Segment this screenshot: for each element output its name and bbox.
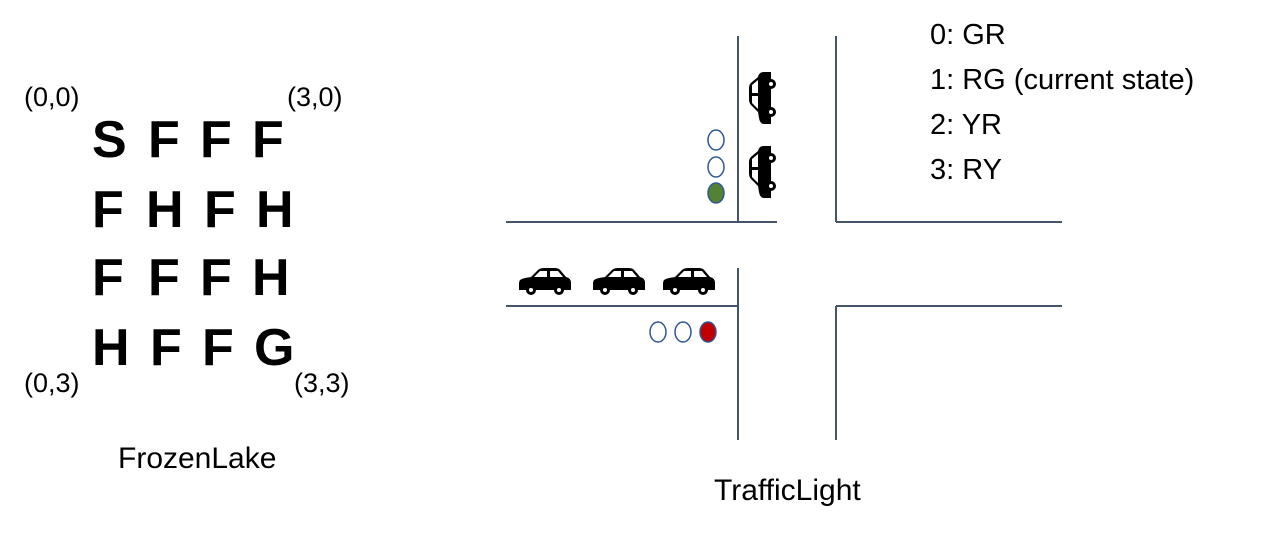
signal-light-off	[674, 321, 692, 343]
grid-cell: F	[204, 181, 236, 239]
signal-light-off	[707, 129, 725, 151]
corner-label-top-right: (3,0)	[287, 82, 343, 112]
state-legend-item: 0: GR	[930, 19, 1006, 51]
grid-cell: H	[256, 181, 294, 239]
grid-cell: F	[148, 249, 180, 307]
grid-cell: H	[252, 249, 290, 307]
horizontal-traffic-signal	[649, 321, 717, 343]
signal-light-off	[707, 156, 725, 178]
grid-cell: G	[254, 319, 295, 377]
grid-cell: H	[92, 319, 130, 377]
corner-label-bottom-left: (0,3)	[24, 368, 80, 398]
grid-cell: F	[92, 249, 124, 307]
signal-light-off	[649, 321, 667, 343]
signal-light-green	[707, 182, 725, 204]
horizontal-car-3	[663, 268, 715, 295]
corner-label-top-left: (0,0)	[24, 82, 80, 112]
state-legend-item: 3: RY	[930, 154, 1003, 186]
grid-cell: F	[200, 111, 232, 169]
vertical-car-1	[749, 72, 776, 124]
vertical-traffic-signal	[707, 129, 725, 204]
state-legend-item: 1: RG (current state)	[930, 64, 1195, 96]
frozenlake-caption: FrozenLake	[118, 442, 277, 475]
signal-light-red	[699, 321, 717, 343]
vertical-car-2	[749, 146, 776, 198]
road-lines	[506, 36, 1062, 440]
grid-cell: F	[202, 319, 234, 377]
horizontal-car-2	[593, 268, 645, 295]
grid-cell: H	[146, 181, 184, 239]
corner-label-bottom-right: (3,3)	[294, 368, 350, 398]
trafficlight-caption: TrafficLight	[714, 474, 861, 507]
grid-cell: F	[150, 319, 182, 377]
grid-cell: F	[92, 181, 124, 239]
grid-cell: F	[252, 111, 284, 169]
grid-cell: S	[92, 111, 127, 169]
grid-cell: F	[148, 111, 180, 169]
horizontal-car-1	[519, 268, 571, 295]
grid-cell: F	[200, 249, 232, 307]
state-legend-item: 2: YR	[930, 109, 1003, 141]
